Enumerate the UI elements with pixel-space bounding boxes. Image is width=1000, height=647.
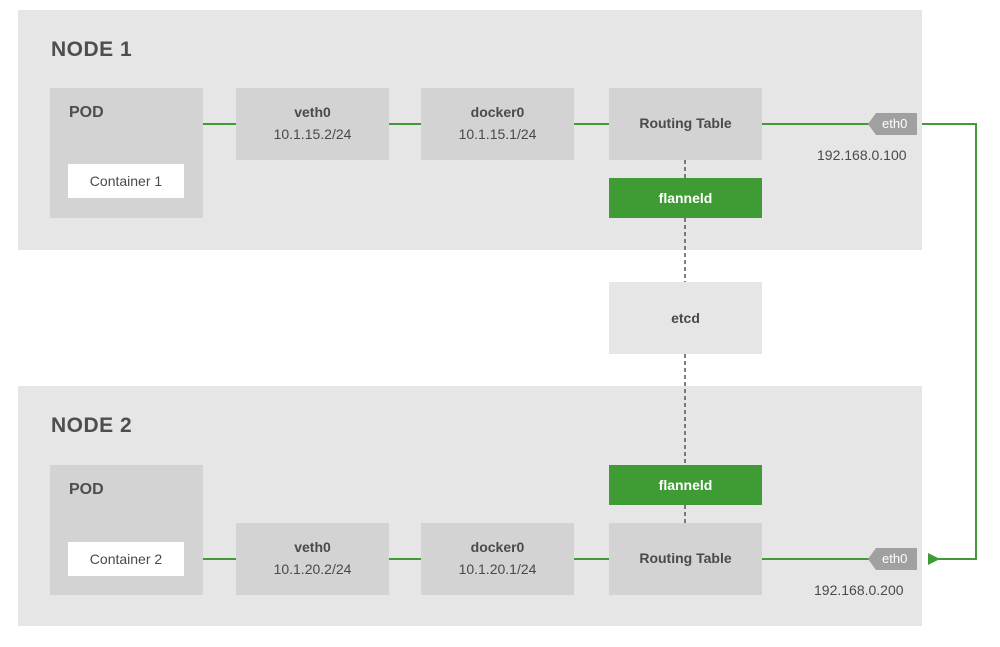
veth0-node-2-addr: 10.1.20.2/24	[273, 561, 352, 577]
node-1-title: NODE 1	[51, 38, 133, 61]
pod-2: POD Container 2	[50, 465, 203, 595]
veth0-node-2: veth0 10.1.20.2/24	[236, 523, 389, 595]
container-2: Container 2	[68, 542, 184, 576]
docker0-node-2-addr: 10.1.20.1/24	[458, 561, 537, 577]
docker0-node-1: docker0 10.1.15.1/24	[421, 88, 574, 160]
pod-1-label: POD	[69, 104, 104, 121]
eth0-node-1: eth0	[868, 113, 918, 135]
eth0-node-2: eth0	[868, 548, 918, 570]
routing-table-node-1-label: Routing Table	[639, 115, 732, 131]
flanneld-node-1: flanneld	[609, 178, 762, 218]
ip-node-2: 192.168.0.200	[814, 582, 904, 598]
veth0-node-1-name: veth0	[294, 104, 331, 120]
eth-link-path	[922, 123, 977, 565]
ip-node-1: 192.168.0.100	[817, 147, 907, 163]
flanneld-node-2: flanneld	[609, 465, 762, 505]
veth0-node-1: veth0 10.1.15.2/24	[236, 88, 389, 160]
etcd-box: etcd	[609, 282, 762, 354]
veth0-node-2-name: veth0	[294, 539, 331, 555]
node-2-title: NODE 2	[51, 414, 133, 437]
veth0-node-1-addr: 10.1.15.2/24	[273, 126, 352, 142]
container-1: Container 1	[68, 164, 184, 198]
routing-table-node-2: Routing Table	[609, 523, 762, 595]
docker0-node-2: docker0 10.1.20.1/24	[421, 523, 574, 595]
pod-2-label: POD	[69, 481, 104, 498]
docker0-node-1-name: docker0	[470, 104, 525, 120]
docker0-node-1-addr: 10.1.15.1/24	[458, 126, 537, 142]
docker0-node-2-name: docker0	[470, 539, 525, 555]
routing-table-node-1: Routing Table	[609, 88, 762, 160]
pod-1: POD Container 1	[50, 88, 203, 218]
routing-table-node-2-label: Routing Table	[639, 550, 732, 566]
